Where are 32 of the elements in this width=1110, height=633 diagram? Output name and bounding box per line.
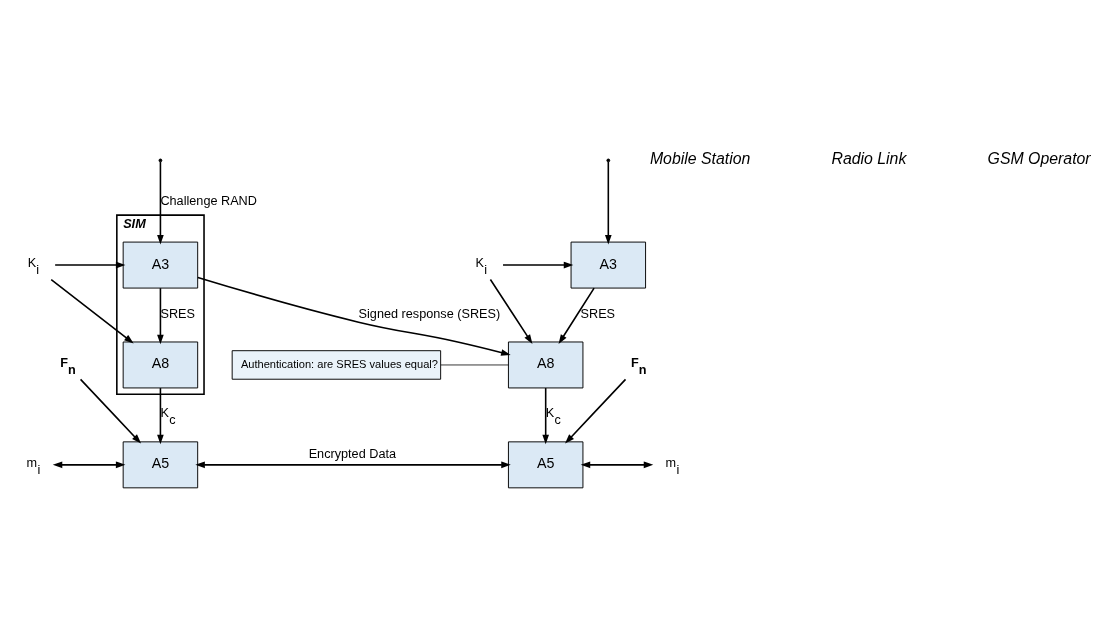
arrow [542,386,550,444]
arrow [157,160,164,244]
arrow [565,378,627,444]
node-box: Authentication: are SRES values equal? [231,349,442,380]
arrow [580,461,654,468]
arrow [502,261,574,268]
arrow [197,276,511,356]
arrow [558,286,595,344]
arrow [50,278,134,343]
arrow [195,461,511,468]
arrow [604,160,612,244]
connector [440,364,509,365]
edge-label: SRES [160,306,195,321]
node-box: A5 [122,440,199,488]
arrow [489,278,533,344]
node-box: A5 [507,440,584,488]
node-box: A8 [507,341,584,388]
edge-label: Encrypted Data [308,446,397,461]
edge-label: Signed response (SRES) [358,306,501,321]
arrow [157,386,164,444]
label: Radio Link [831,149,907,167]
edge-label: SRES [580,306,616,321]
arrow [54,261,126,268]
arrow [52,461,126,468]
node-box: A3 [122,241,199,289]
node-box: A3 [570,241,647,289]
arrow [79,378,142,444]
node-box: A8 [122,341,199,388]
label: Mobile Station [649,149,751,167]
edge-label: Challenge RAND [160,193,257,208]
label: GSM Operator [987,149,1091,167]
arrow [157,286,164,344]
